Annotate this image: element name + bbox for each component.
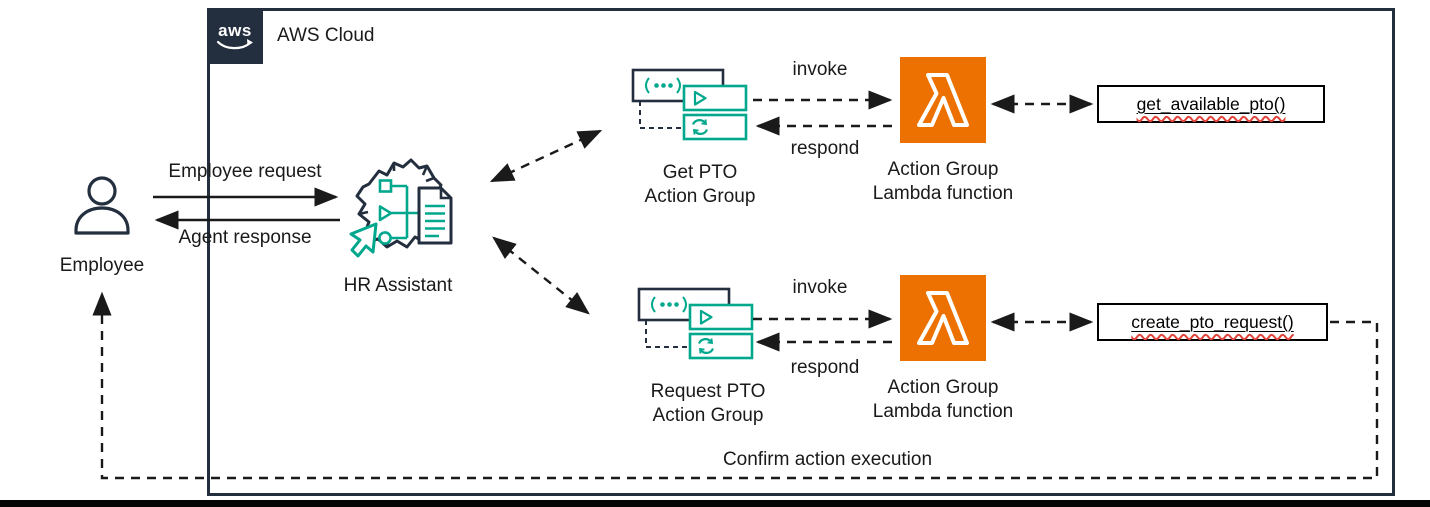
play-icon bbox=[693, 90, 707, 106]
hr-assistant-agent-icon bbox=[345, 150, 459, 268]
agent-document-icon bbox=[417, 186, 453, 245]
aws-smile-icon bbox=[216, 39, 253, 50]
aws-logo-text: aws bbox=[218, 21, 252, 40]
create-pto-request-text: create_pto_request() bbox=[1131, 311, 1294, 332]
agent-cursor-icon bbox=[349, 222, 378, 258]
get-available-pto-box: get_available_pto() bbox=[1097, 85, 1325, 123]
lambda-icon bbox=[900, 275, 986, 361]
sync-icon bbox=[691, 119, 709, 135]
respond-label-top: respond bbox=[790, 138, 860, 159]
lambda-label-bottom: Action Group Lambda function bbox=[872, 377, 1014, 423]
get-pto-action-group-label: Get PTO Action Group bbox=[644, 162, 756, 208]
respond-label-bottom: respond bbox=[790, 357, 860, 378]
create-pto-request-box: create_pto_request() bbox=[1097, 303, 1328, 341]
invoke-label-bottom: invoke bbox=[792, 277, 848, 298]
expression-icon bbox=[645, 77, 681, 94]
lambda-icon bbox=[900, 57, 986, 143]
agent-workflow-nodes bbox=[378, 179, 421, 245]
request-pto-action-group-label: Request PTO Action Group bbox=[650, 381, 766, 427]
aws-cloud-boundary bbox=[207, 8, 1395, 496]
lambda-label-top: Action Group Lambda function bbox=[872, 159, 1014, 205]
employee-label: Employee bbox=[59, 255, 145, 276]
agent-response-label: Agent response bbox=[178, 227, 312, 248]
invoke-label-top: invoke bbox=[792, 59, 848, 80]
aws-cloud-label: AWS Cloud bbox=[277, 25, 375, 46]
get-pto-action-group-icon bbox=[628, 66, 752, 144]
request-pto-action-group-icon bbox=[634, 285, 758, 363]
aws-logo-icon: aws bbox=[207, 8, 263, 64]
get-available-pto-text: get_available_pto() bbox=[1136, 93, 1286, 114]
employee-icon bbox=[71, 175, 133, 237]
confirm-action-label: Confirm action execution bbox=[722, 449, 933, 470]
bottom-edge-bar bbox=[0, 500, 1430, 507]
employee-request-label: Employee request bbox=[168, 161, 322, 182]
hr-assistant-label: HR Assistant bbox=[343, 275, 453, 296]
